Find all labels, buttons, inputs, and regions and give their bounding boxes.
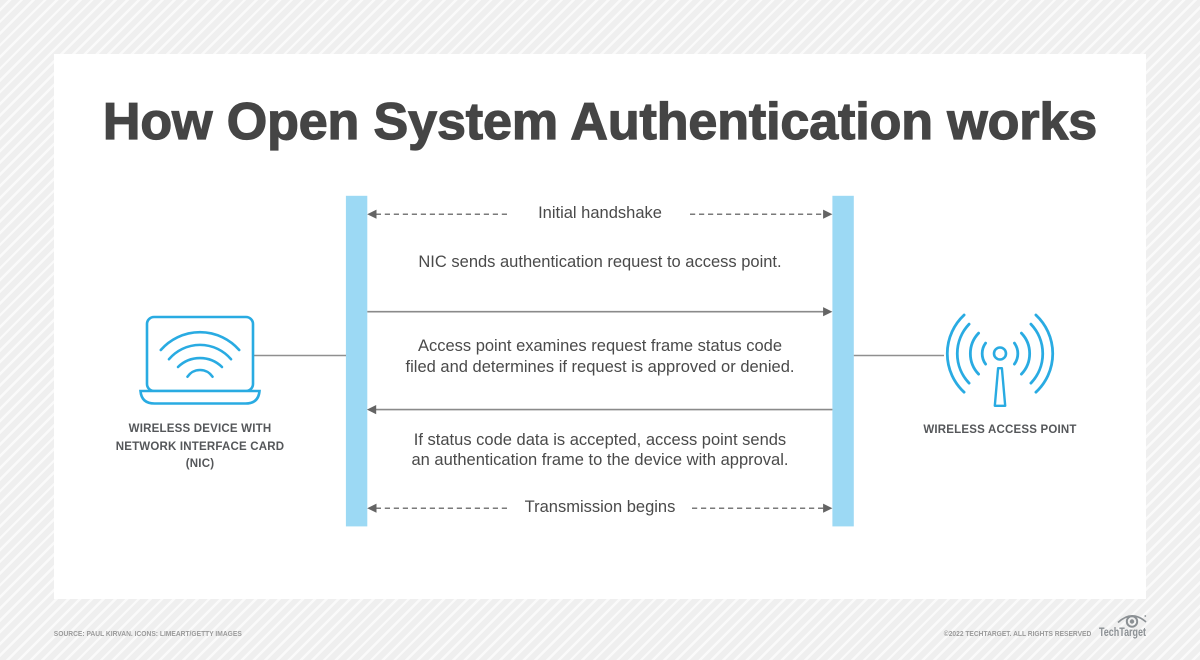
svg-text:TechTarget: TechTarget — [1099, 627, 1146, 639]
svg-text:SOURCE: PAUL KIRVAN. ICONS: LI: SOURCE: PAUL KIRVAN. ICONS: LIMEART/GETT… — [54, 629, 242, 638]
svg-text:©2022 TECHTARGET. ALL RIGHTS R: ©2022 TECHTARGET. ALL RIGHTS RESERVED — [944, 629, 1092, 638]
